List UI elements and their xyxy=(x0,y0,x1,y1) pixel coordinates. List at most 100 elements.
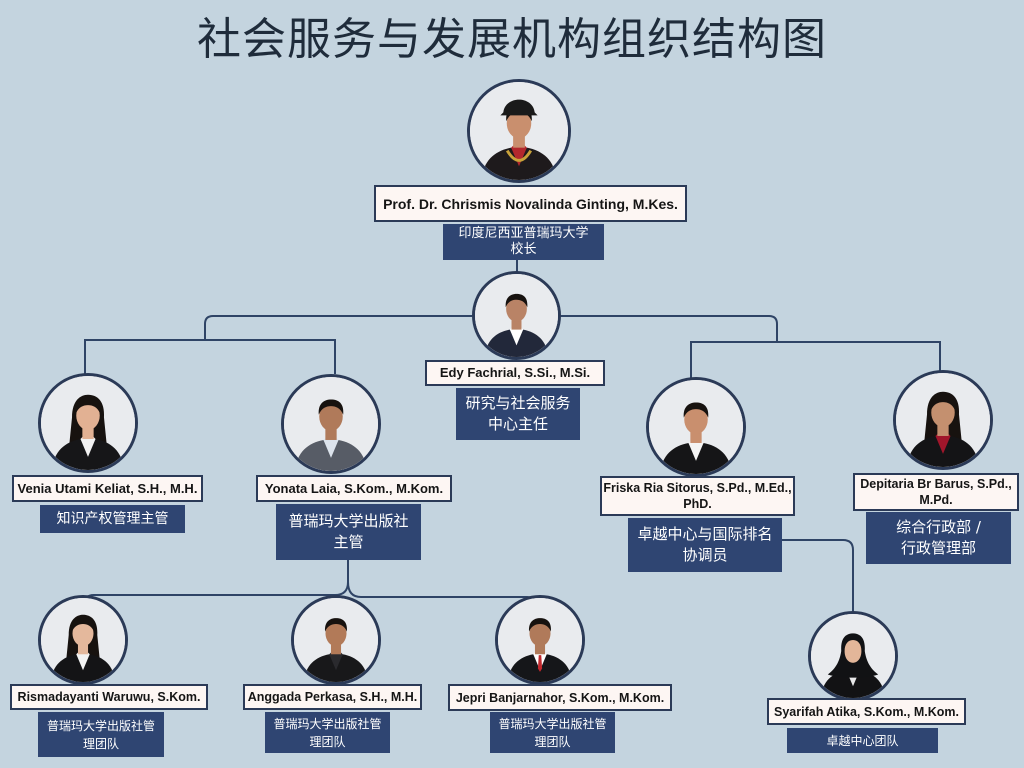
avatar-tie xyxy=(537,655,543,672)
person-silhouette xyxy=(896,373,990,467)
connector-line xyxy=(690,341,941,378)
avatar-neck xyxy=(330,641,342,655)
jepri-name-box: Jepri Banjarnahor, S.Kom., M.Kom. xyxy=(448,684,672,711)
avatar-hijab xyxy=(827,633,879,678)
avatar-hair xyxy=(75,398,101,414)
role-line: 综合行政部 / xyxy=(896,518,981,536)
role-line: 校长 xyxy=(510,242,537,257)
name-line: Prof. Dr. Chrismis Novalinda Ginting, M.… xyxy=(383,195,678,212)
rector-role-box: 印度尼西亚普瑞玛大学 校长 xyxy=(443,224,604,260)
role-line: 卓越中心与国际排名 xyxy=(637,525,773,543)
name-line: Edy Fachrial, S.Si., M.Si. xyxy=(439,365,591,380)
avatar-hair xyxy=(71,618,95,632)
rismadayanti-name-box: Rismadayanti Waruwu, S.Kom. xyxy=(10,684,208,710)
avatar-neck xyxy=(534,641,546,655)
anggada-photo xyxy=(291,595,381,685)
avatar-head xyxy=(72,620,94,647)
avatar-head xyxy=(325,620,347,647)
name-line: Jepri Banjarnahor, S.Kom., M.Kom. xyxy=(455,690,665,705)
role-line: 普瑞玛大学出版社 xyxy=(288,512,409,530)
name-line: Yonata Laia, S.Kom., M.Kom. xyxy=(264,480,444,496)
avatar-shirt xyxy=(688,440,704,461)
role-line: 理团队 xyxy=(534,734,571,749)
connector-line xyxy=(560,315,778,342)
role-line: 卓越中心团队 xyxy=(826,733,899,748)
avatar-shirt xyxy=(329,651,343,671)
friska-role-box: 卓越中心与国际排名 协调员 xyxy=(628,518,782,572)
avatar-shirt xyxy=(509,327,524,346)
avatar-hair xyxy=(930,395,956,411)
connector-line xyxy=(204,315,472,340)
avatar-neck xyxy=(690,428,702,443)
avatar-head xyxy=(319,401,343,432)
connector-line xyxy=(347,581,539,609)
syarifah-name-box: Syarifah Atika, S.Kom., M.Kom. xyxy=(767,698,966,725)
rector-name-box: Prof. Dr. Chrismis Novalinda Ginting, M.… xyxy=(374,185,687,222)
avatar-shirt xyxy=(511,144,527,167)
person-silhouette xyxy=(470,82,568,180)
friska-name-box: Friska Ria Sitorus, S.Pd., M.Ed., PhD. xyxy=(600,476,795,516)
depitaria-role-box: 综合行政部 / 行政管理部 xyxy=(866,512,1011,564)
avatar-hair xyxy=(683,402,709,418)
name-line: PhD. xyxy=(683,497,712,511)
syarifah-photo xyxy=(808,611,898,701)
connector-line xyxy=(782,539,854,612)
role-line: 知识产权管理主管 xyxy=(56,511,169,527)
avatar-shirt xyxy=(76,651,90,671)
venia-photo xyxy=(38,373,138,473)
anggada-name-box: Anggada Perkasa, S.H., M.H. xyxy=(243,684,422,710)
avatar-neck xyxy=(513,132,525,148)
avatar-head xyxy=(506,295,527,322)
depitaria-name-box: Depitaria Br Barus, S.Pd., M.Pd. xyxy=(853,473,1019,511)
name-line: Syarifah Atika, S.Kom., M.Kom. xyxy=(774,704,959,719)
avatar-hair xyxy=(324,618,348,632)
role-line: 主管 xyxy=(333,533,364,551)
name-line: Anggada Perkasa, S.H., M.H. xyxy=(247,690,418,704)
depitaria-photo xyxy=(893,370,993,470)
role-line: 普瑞玛大学出版社管 xyxy=(46,718,155,733)
person-silhouette xyxy=(41,598,125,682)
avatar-hair xyxy=(318,399,344,415)
avatar-shirt xyxy=(323,437,339,458)
role-line: 印度尼西亚普瑞玛大学 xyxy=(458,226,589,241)
rismadayanti-role-box: 普瑞玛大学出版社管 理团队 xyxy=(38,712,164,757)
yonata-role-box: 普瑞玛大学出版社 主管 xyxy=(276,504,421,560)
rector-photo xyxy=(467,79,571,183)
avatar-head xyxy=(931,397,955,428)
syarifah-role-box: 卓越中心团队 xyxy=(787,728,938,753)
role-line: 普瑞玛大学出版社管 xyxy=(498,716,607,731)
venia-role-box: 知识产权管理主管 xyxy=(40,505,185,533)
role-line: 理团队 xyxy=(309,734,346,749)
role-line: 研究与社会服务 xyxy=(465,394,571,412)
connector-line xyxy=(84,339,336,374)
avatar-head xyxy=(684,404,708,435)
person-silhouette xyxy=(498,598,582,682)
rismadayanti-photo xyxy=(38,595,128,685)
person-silhouette xyxy=(41,376,135,470)
avatar-neck xyxy=(511,317,522,330)
role-line: 中心主任 xyxy=(487,415,548,433)
role-line: 协调员 xyxy=(682,546,728,564)
avatar-neck xyxy=(325,425,337,440)
page-title: 社会服务与发展机构组织结构图 xyxy=(197,14,827,65)
friska-photo xyxy=(646,377,746,477)
edy-name-box: Edy Fachrial, S.Si., M.Si. xyxy=(425,360,605,386)
avatar-shirt xyxy=(935,433,951,454)
avatar-head xyxy=(529,620,551,647)
jepri-photo xyxy=(495,595,585,685)
role-line: 普瑞玛大学出版社管 xyxy=(273,716,382,731)
person-silhouette xyxy=(284,377,378,471)
edy-role-box: 研究与社会服务 中心主任 xyxy=(456,388,580,440)
avatar-shirt xyxy=(80,436,96,457)
avatar-head xyxy=(506,107,532,139)
person-silhouette xyxy=(649,380,743,474)
name-line: Depitaria Br Barus, S.Pd., xyxy=(860,477,1012,491)
connector-line xyxy=(83,560,349,606)
avatar-head xyxy=(76,400,100,431)
avatar-neck xyxy=(937,421,949,436)
avatar-neck xyxy=(82,424,94,439)
jepri-role-box: 普瑞玛大学出版社管 理团队 xyxy=(490,712,615,753)
avatar-neck xyxy=(77,641,89,655)
name-line: Venia Utami Keliat, S.H., M.H. xyxy=(17,480,198,496)
